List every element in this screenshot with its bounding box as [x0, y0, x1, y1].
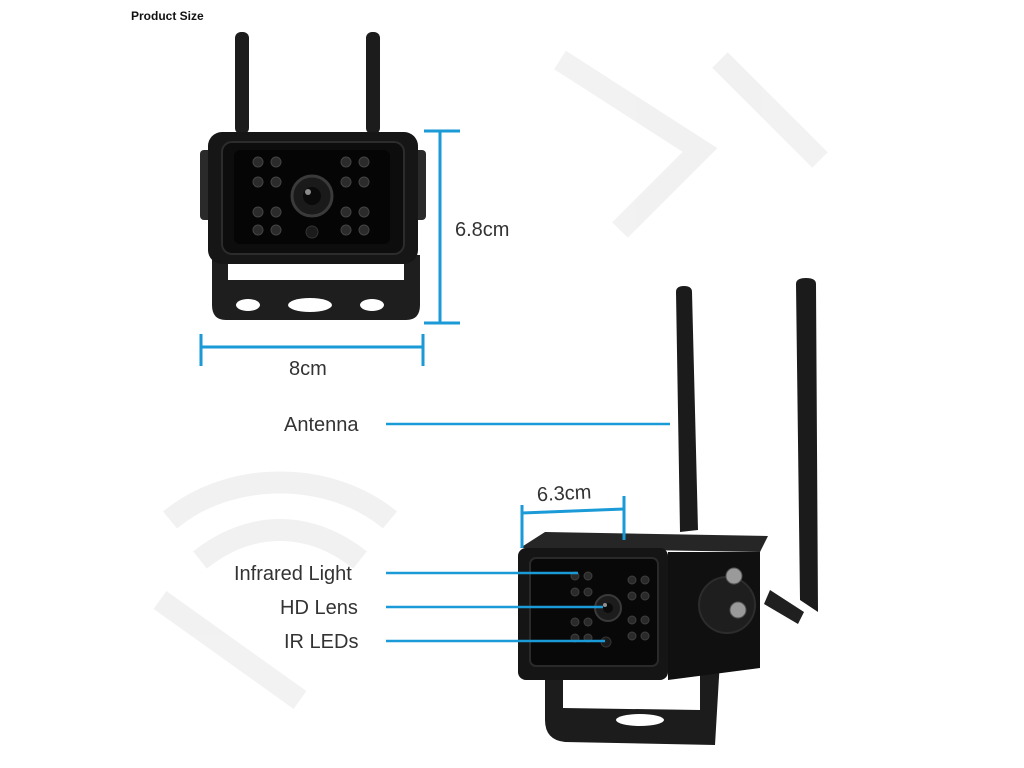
- infrared-light-label: Infrared Light: [234, 563, 352, 585]
- front-ir-leds: [252, 156, 370, 236]
- mount-screw-top: [725, 567, 743, 585]
- hd-lens-label: HD Lens: [280, 597, 358, 619]
- perspective-antenna-right: [796, 278, 818, 612]
- page-title: Product Size: [131, 9, 204, 23]
- depth-label: 6.3cm: [536, 481, 592, 506]
- antenna-label: Antenna: [284, 414, 359, 436]
- front-antenna-right: [366, 32, 380, 134]
- watermark: [153, 50, 828, 709]
- front-camera-image: [200, 32, 426, 320]
- height-dimension: [424, 129, 460, 325]
- ir-leds-label: IR LEDs: [284, 631, 358, 653]
- width-dimension: [199, 334, 425, 366]
- perspective-antenna-left: [676, 286, 698, 532]
- perspective-ir-leds: [570, 571, 650, 643]
- front-antenna-left: [235, 32, 249, 134]
- width-label: 8cm: [289, 358, 327, 380]
- depth-dimension: [520, 496, 626, 548]
- mount-screw-bottom: [729, 601, 747, 619]
- perspective-camera-image: [518, 278, 818, 745]
- perspective-bracket: [545, 660, 720, 745]
- height-label: 6.8cm: [455, 219, 509, 241]
